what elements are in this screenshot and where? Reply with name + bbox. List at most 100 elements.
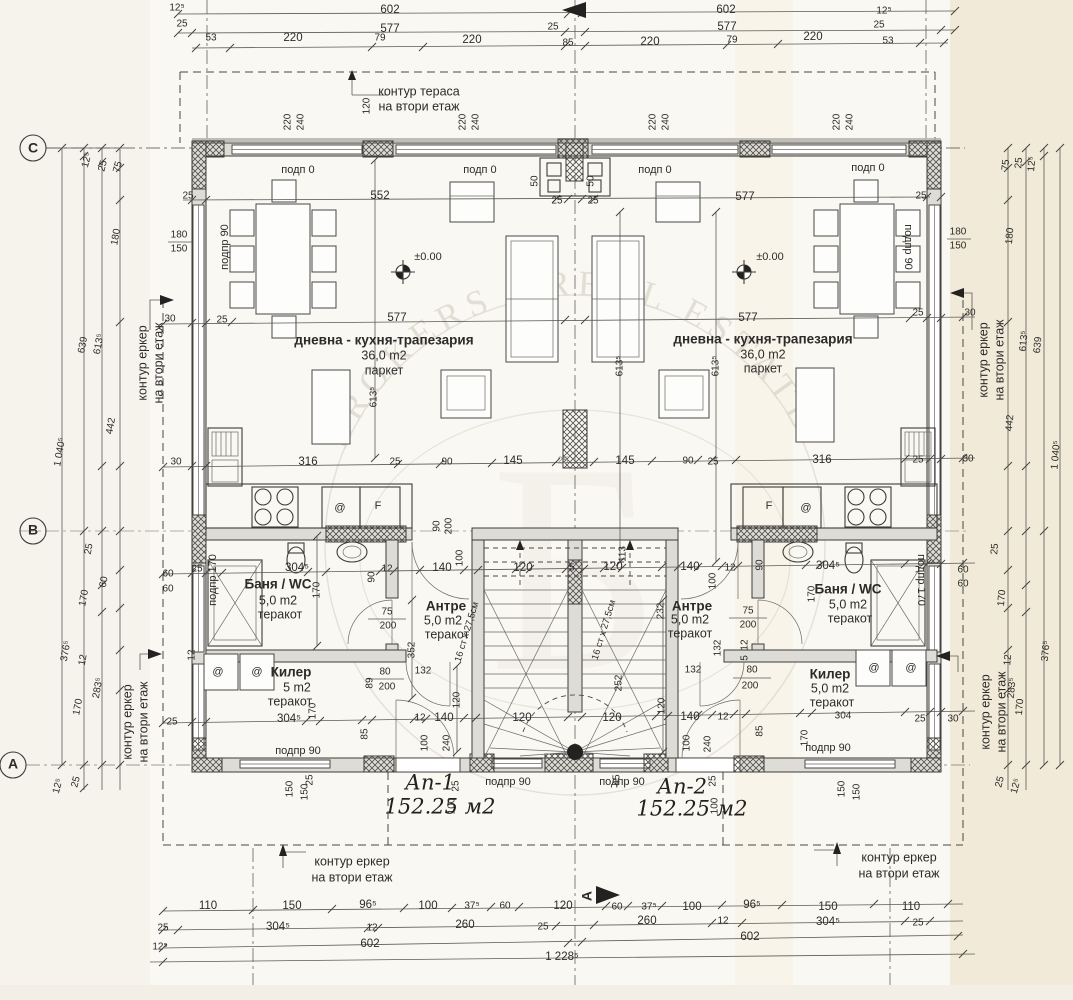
dimension-label: 12: [724, 563, 736, 574]
dimension-label: 25: [914, 714, 926, 725]
dimension-label: 639: [76, 335, 90, 354]
dimension-label: 25: [166, 717, 178, 728]
dimension-label: 613⁵: [369, 387, 380, 408]
dimension-label: 602: [360, 938, 379, 950]
room-label: Баня / WC: [815, 582, 882, 597]
dimension-label: 25: [587, 196, 599, 207]
dimension-label: 90: [755, 559, 766, 571]
dimension-label: 25: [708, 775, 719, 787]
level-markers: [391, 260, 756, 284]
room-label: Килер: [810, 667, 851, 682]
dimension-label: 60: [162, 569, 174, 580]
dimension-label: 25: [191, 564, 203, 575]
dimension-label: 442: [1004, 414, 1016, 432]
dimension-label: 12⁵: [152, 942, 167, 953]
dimension-label: 170: [77, 588, 91, 607]
annotation-label: на втори етаж: [311, 870, 393, 884]
dimension-label: 5: [740, 655, 751, 661]
dimension-label: 60: [957, 565, 969, 576]
dimension-label: 304⁵: [266, 921, 290, 933]
dimension-label: 602: [380, 4, 399, 16]
annotation-arrows: [139, 2, 973, 904]
dimension-label: @: [868, 662, 879, 674]
dimension-label: 120: [602, 712, 621, 724]
dimension-label: 260: [637, 915, 656, 927]
dimension-label: 150: [950, 241, 967, 252]
dimension-label: 283⁵: [91, 677, 105, 699]
dimension-label: 304⁵: [277, 713, 301, 725]
furniture: [229, 179, 921, 445]
dimension-label: 60: [957, 579, 969, 590]
dimension-label: 170: [800, 729, 811, 746]
bathrooms: [203, 541, 927, 691]
dimension-label: 60: [98, 575, 111, 588]
dimension-label: 25: [305, 774, 316, 786]
dimension-label: 200: [444, 517, 455, 534]
dimension-label: 36,0 m2: [361, 348, 406, 362]
dimension-label: подпр 90: [805, 742, 851, 754]
dimension-label: 132: [415, 666, 432, 677]
dimension-label: @: [800, 502, 811, 514]
dimension-label: 304⁵: [816, 916, 840, 928]
dimension-label: 552: [370, 190, 389, 202]
dimension-label: 100: [418, 900, 437, 912]
dimension-label: 352: [407, 641, 418, 658]
annotation-label: контур еркер: [978, 674, 992, 749]
annotation-label: на втори етаж: [151, 322, 165, 404]
dimension-label: 180: [1004, 227, 1016, 245]
dimension-label: 79: [726, 35, 738, 46]
dimension-label: 5,0 m2: [829, 597, 867, 611]
room-label: Антре: [672, 599, 713, 614]
room-label: Баня / WC: [245, 577, 312, 592]
dimension-label: 5,0 m2: [424, 613, 462, 627]
dimension-label: 376⁵: [59, 640, 73, 662]
apartment-label: 152.25 м2: [637, 797, 748, 821]
dimension-label: 170: [1014, 698, 1026, 716]
dimension-label: 25: [182, 191, 194, 202]
dimension-label: 12⁵: [1009, 777, 1024, 795]
staircase: [483, 540, 667, 760]
annotation-label: на втори етаж: [994, 671, 1008, 753]
dimension-label: 200: [380, 621, 397, 632]
dimension-label: 53: [882, 36, 894, 47]
dimension-label: 304⁵: [816, 560, 840, 572]
dimension-label: 252: [614, 674, 625, 691]
dimension-label: 25: [912, 918, 924, 929]
dimension-label: 240: [661, 113, 672, 130]
dimension-label: 132: [713, 639, 724, 656]
dimension-label: паркет: [365, 363, 404, 377]
dimension-label: подпр 90: [485, 776, 531, 788]
dimension-label: 220: [462, 34, 481, 46]
dimension-label: теракот: [258, 607, 303, 621]
dimension-label: 25: [216, 315, 228, 326]
dimension-label: 100: [447, 797, 458, 814]
dimension-label: 25: [915, 191, 927, 202]
annotation-label: на втори етаж: [378, 99, 460, 113]
dimension-label: 639: [1032, 336, 1044, 354]
dimension-label: 12: [381, 564, 393, 575]
dimension-label: 120: [513, 562, 532, 574]
dimension-label: 613⁵: [1018, 330, 1031, 352]
dimension-label: теракот: [668, 626, 713, 640]
dimension-label: 1 040⁵: [1049, 440, 1063, 470]
dimension-label: 150: [171, 244, 188, 255]
dimension-label: подпр 90: [275, 745, 321, 757]
dimension-label: 60: [499, 901, 511, 912]
dimension-label: 12⁵: [1026, 156, 1038, 172]
dimension-label: 150: [285, 780, 296, 797]
dimension-label: 120: [452, 691, 463, 708]
dimension-label: 240: [703, 735, 714, 752]
dimension-label: подпр 170: [207, 554, 219, 606]
dimension-label: 25: [873, 20, 885, 31]
dimension-label: 25: [1013, 157, 1025, 169]
contour-lines: [162, 71, 964, 846]
dimension-label: 150: [282, 900, 301, 912]
dimension-label: подп 0: [638, 164, 671, 176]
dimension-label: 5: [569, 563, 575, 574]
dimension-label: 12⁵: [80, 151, 95, 169]
dimension-label: 140: [432, 562, 451, 574]
dimension-label: 150: [300, 783, 311, 800]
